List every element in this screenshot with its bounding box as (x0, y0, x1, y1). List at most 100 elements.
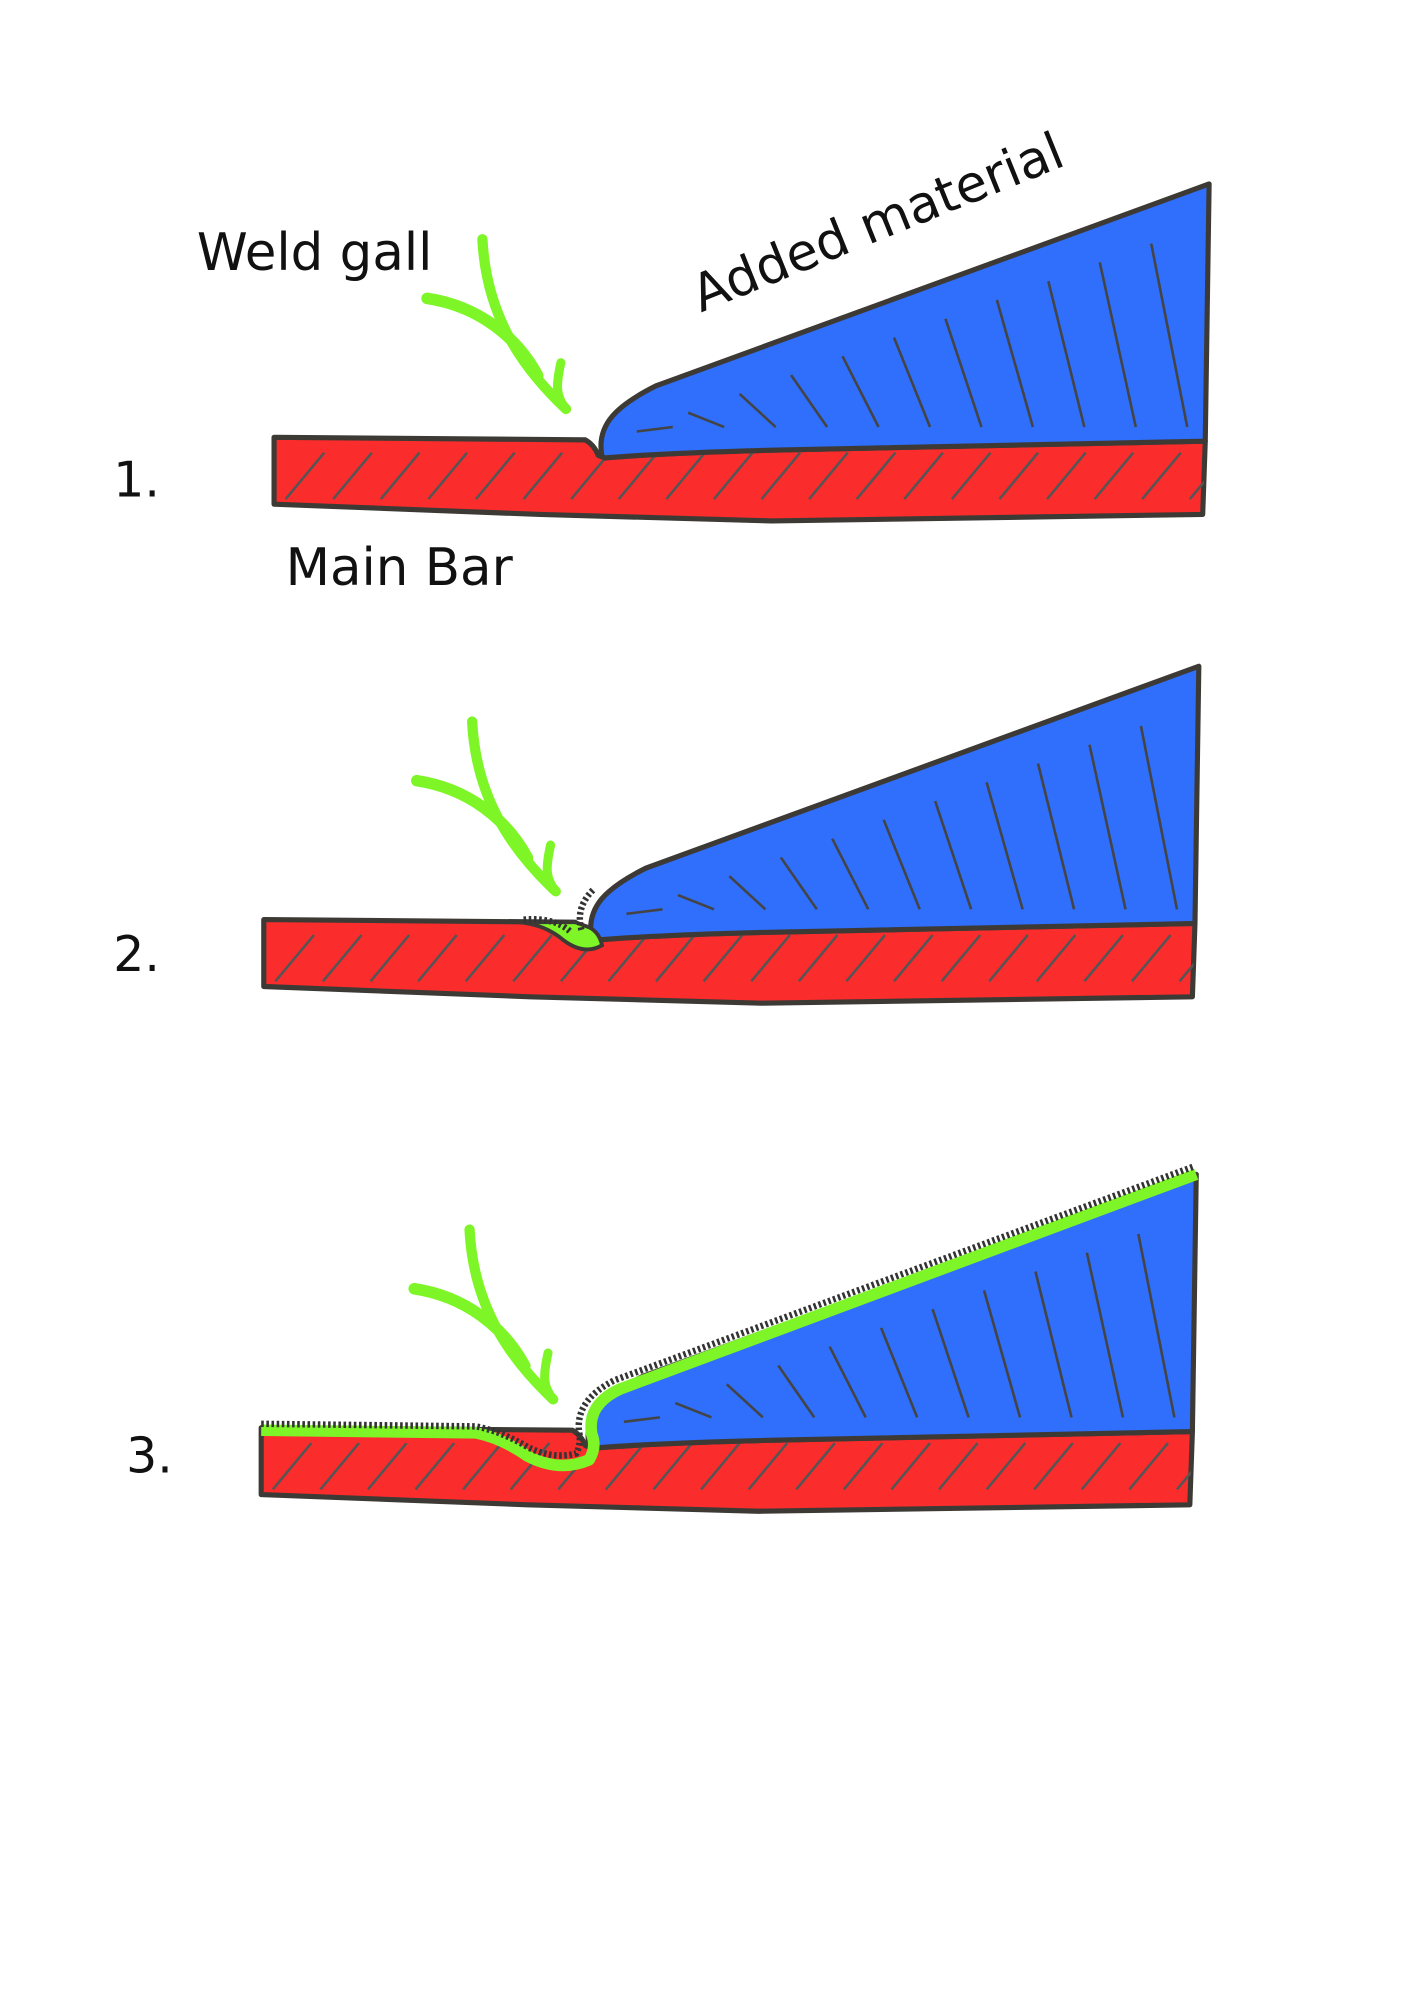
hatch-line (1085, 1252, 1125, 1418)
hatch-line (509, 1442, 551, 1491)
hatch-line (982, 1289, 1022, 1418)
hatch-line (677, 893, 715, 911)
hatch-line (738, 392, 777, 428)
hatch-line (636, 425, 673, 433)
hatch-line (271, 1442, 313, 1491)
panel-3 (261, 1163, 1215, 1512)
hatch-line (760, 451, 802, 500)
hatch-line (712, 451, 754, 500)
hatch-line (892, 337, 932, 428)
hatch-line (702, 934, 744, 983)
added-material-hatching (623, 1233, 1176, 1424)
hatch-line (1033, 1442, 1074, 1491)
hatch-line (332, 451, 373, 500)
hatch-line (725, 1383, 764, 1419)
hatch-line (808, 451, 849, 500)
added-material (588, 1174, 1196, 1448)
hatch-line (1093, 451, 1135, 500)
hatch-line (1175, 1442, 1193, 1491)
hatch-line (855, 451, 897, 500)
weld-gall-layer (261, 1168, 1199, 1472)
hatch-line (842, 1442, 884, 1491)
hatch-line (366, 1442, 408, 1491)
hatch-line (797, 934, 839, 983)
hatch-line (1098, 262, 1138, 428)
hatch-line (464, 934, 506, 983)
hatch-line (475, 451, 516, 500)
hatch-line (795, 1442, 836, 1491)
hatch-line (831, 838, 870, 910)
hatch-line (319, 1442, 360, 1491)
hatch-line (1137, 1233, 1176, 1418)
hatch-line (1141, 451, 1182, 500)
hatch-line (1034, 1271, 1073, 1418)
hatch-line (417, 934, 458, 983)
hatch-line (879, 1327, 919, 1418)
hatch-line (777, 1364, 816, 1419)
added-material-hatching (626, 725, 1179, 916)
hatch-line (882, 819, 921, 910)
weld-gall-label: Weld gall (197, 223, 433, 283)
hatch-line (828, 1346, 867, 1418)
hatch-line (626, 908, 663, 916)
hatch-line (933, 800, 973, 910)
hatch-line (998, 451, 1040, 500)
hatch-line (1130, 934, 1172, 983)
hatch-line (985, 781, 1024, 910)
added-material (591, 666, 1199, 940)
hatch-line (938, 1442, 979, 1491)
hatch-line (747, 1442, 789, 1491)
hatch-line (379, 451, 421, 500)
main-bar-label: Main Bar (286, 538, 514, 598)
hatch-line (790, 374, 829, 428)
weld-gall-arrow-icon (421, 234, 572, 415)
hatch-line (995, 299, 1035, 428)
hatch-line (985, 1442, 1027, 1491)
hatch-line (950, 451, 992, 500)
hatch-line (988, 934, 1029, 983)
hatch-line (903, 451, 944, 500)
main-bar-hatching (284, 451, 1206, 500)
hatch-line (321, 934, 363, 983)
hatch-line (687, 411, 725, 429)
hatch-line (427, 451, 468, 500)
hatch-line (1188, 451, 1206, 500)
panel-number-2: 2. (113, 926, 160, 983)
hatch-line (570, 451, 611, 500)
hatch-line (284, 451, 326, 500)
hatch-line (512, 934, 553, 983)
hatch-line (369, 934, 411, 983)
panel-number-1: 1. (113, 451, 160, 508)
hatch-line (414, 1442, 456, 1491)
hatch-line (674, 1401, 712, 1419)
hatch-line (1139, 725, 1179, 910)
hatch-line (931, 1308, 970, 1418)
hatch-line (655, 934, 696, 983)
hatch-line (1088, 744, 1127, 910)
hatch-line (1178, 934, 1195, 983)
hatch-line (700, 1442, 741, 1491)
hatch-line (1035, 934, 1077, 983)
panel-1 (274, 184, 1228, 521)
hatch-line (1047, 280, 1086, 428)
hatch-line (652, 1442, 694, 1491)
added-material-hatching (636, 243, 1189, 433)
hatch-line (890, 1442, 931, 1491)
hatch-line (604, 1442, 646, 1491)
hatch-line (940, 934, 982, 983)
weld-gall-arrow-icon (411, 716, 561, 897)
hatch-line (728, 875, 767, 911)
hatch-line (623, 1416, 661, 1424)
main-bar-hatching (271, 1442, 1193, 1491)
hatch-line (274, 934, 315, 983)
main-bar-hatching (274, 934, 1195, 983)
hatch-line (607, 934, 649, 983)
gall-surface-dotted (261, 1163, 1195, 1459)
hatch-line (665, 451, 706, 500)
hatch-line (893, 934, 934, 983)
gall-surface-dotted (523, 886, 597, 935)
hatch-line (779, 856, 818, 911)
hatch-line (1149, 243, 1189, 428)
